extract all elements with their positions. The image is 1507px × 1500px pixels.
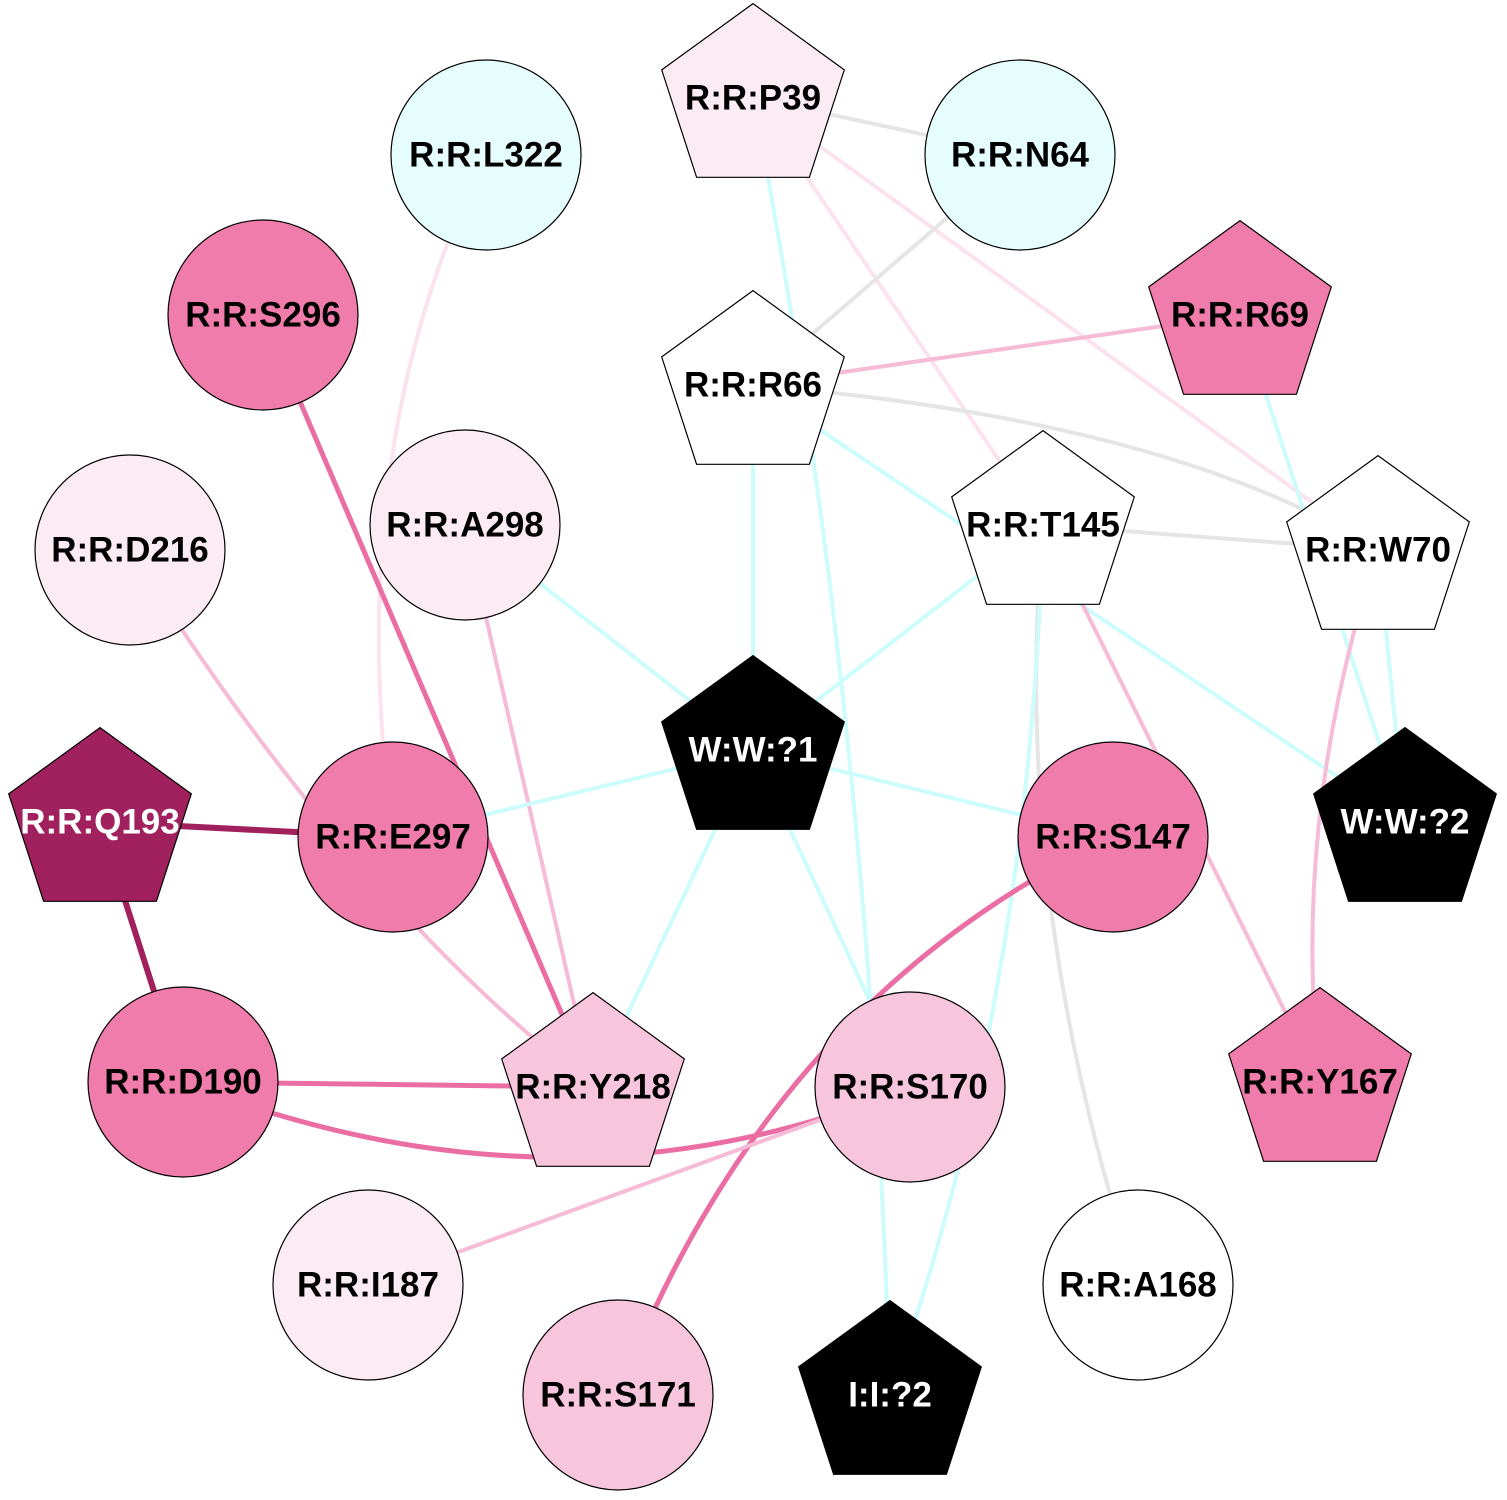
edge-p39-w70 [751, 96, 1380, 552]
node-label: R:R:R69 [1171, 296, 1309, 335]
node-a298[interactable]: R:R:A298 [369, 429, 561, 621]
node-pentagon [950, 429, 1136, 605]
node-y218[interactable]: R:R:Y218 [500, 991, 686, 1167]
node-label: R:R:P39 [685, 79, 821, 118]
node-d216[interactable]: R:R:D216 [34, 454, 226, 646]
node-s170[interactable]: R:R:S170 [814, 991, 1006, 1183]
node-circle [297, 741, 489, 933]
node-circle [369, 429, 561, 621]
edge-s170-i187 [367, 1085, 911, 1287]
node-n64[interactable]: R:R:N64 [924, 59, 1116, 251]
node-w2[interactable]: W:W:?2 [1312, 726, 1498, 902]
node-d190[interactable]: R:R:D190 [87, 986, 279, 1178]
node-pentagon [660, 289, 846, 465]
node-label: R:R:D190 [104, 1063, 262, 1102]
node-s171[interactable]: R:R:S171 [522, 1299, 714, 1491]
node-label: R:R:N64 [951, 136, 1090, 175]
node-label: R:R:A298 [386, 506, 544, 545]
edge-s296-y218 [260, 314, 596, 1088]
node-pentagon [500, 991, 686, 1167]
node-a168[interactable]: R:R:A168 [1042, 1189, 1234, 1381]
node-pentagon [1285, 454, 1471, 630]
node-pentagon [1147, 219, 1333, 395]
node-s147[interactable]: R:R:S147 [1017, 741, 1209, 933]
node-pentagon [1227, 986, 1413, 1162]
node-label: I:I:?2 [848, 1376, 932, 1415]
node-y167[interactable]: R:R:Y167 [1227, 986, 1413, 1162]
node-circle [1017, 741, 1209, 933]
node-circle [34, 454, 226, 646]
node-p39[interactable]: R:R:P39 [660, 2, 846, 178]
node-label: R:R:E297 [315, 818, 471, 857]
node-t145[interactable]: R:R:T145 [950, 429, 1136, 605]
node-pentagon [1312, 726, 1498, 902]
node-label: R:R:Q193 [20, 803, 179, 842]
edge-s147-s171 [615, 834, 1115, 1396]
node-label: R:R:L322 [409, 136, 563, 175]
node-circle [167, 219, 359, 411]
node-r66[interactable]: R:R:R66 [660, 289, 846, 465]
edge-t145-i2 [888, 524, 1045, 1396]
node-circle [814, 991, 1006, 1183]
node-i187[interactable]: R:R:I187 [272, 1189, 464, 1381]
node-w70[interactable]: R:R:W70 [1285, 454, 1471, 630]
node-label: R:R:S171 [540, 1376, 696, 1415]
node-pentagon [660, 2, 846, 178]
node-r69[interactable]: R:R:R69 [1147, 219, 1333, 395]
node-label: R:R:I187 [297, 1266, 439, 1305]
node-q193[interactable]: R:R:Q193 [7, 726, 193, 902]
node-circle [272, 1189, 464, 1381]
node-label: R:R:T145 [966, 506, 1120, 545]
node-circle [390, 59, 582, 251]
node-label: R:R:Y218 [515, 1068, 671, 1107]
node-label: R:R:R66 [684, 366, 822, 405]
node-circle [1042, 1189, 1234, 1381]
node-label: R:R:W70 [1305, 531, 1451, 570]
node-circle [87, 986, 279, 1178]
edge-p39-i2 [751, 97, 892, 1396]
node-label: R:R:D216 [51, 531, 209, 570]
node-label: W:W:?2 [1341, 803, 1470, 842]
node-label: R:R:A168 [1059, 1266, 1217, 1305]
node-label: W:W:?1 [689, 731, 818, 770]
node-e297[interactable]: R:R:E297 [297, 741, 489, 933]
node-i2[interactable]: I:I:?2 [797, 1299, 983, 1475]
node-label: R:R:S170 [832, 1068, 988, 1107]
node-pentagon [797, 1299, 983, 1475]
node-s296[interactable]: R:R:S296 [167, 219, 359, 411]
node-circle [522, 1299, 714, 1491]
node-label: R:R:Y167 [1242, 1063, 1398, 1102]
node-w1[interactable]: W:W:?1 [660, 654, 846, 830]
node-circle [924, 59, 1116, 251]
node-l322[interactable]: R:R:L322 [390, 59, 582, 251]
node-pentagon [660, 654, 846, 830]
node-label: R:R:S296 [185, 296, 341, 335]
node-label: R:R:S147 [1035, 818, 1191, 857]
node-pentagon [7, 726, 193, 902]
